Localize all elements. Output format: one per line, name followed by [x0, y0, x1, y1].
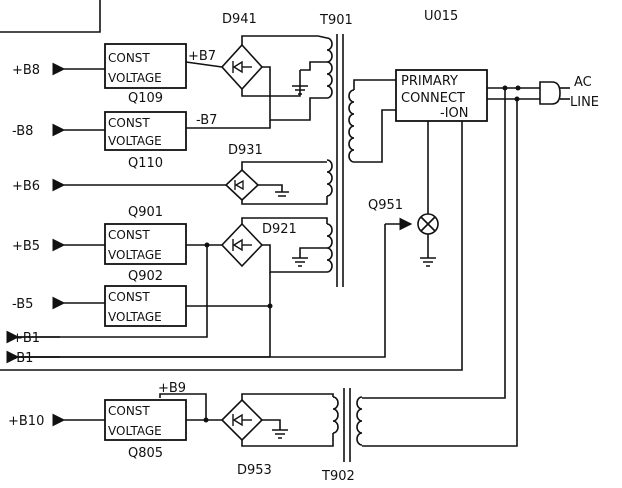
wire	[362, 99, 518, 447]
transformer-t901	[326, 34, 355, 287]
wire	[354, 109, 396, 163]
wire	[241, 161, 327, 170]
q805-ref: Q805	[128, 446, 163, 461]
q109-l2: VOLTAGE	[108, 71, 162, 85]
rail-b1m: -B1	[12, 351, 33, 366]
diode-d931-label: D931	[228, 143, 263, 158]
wire	[241, 86, 301, 97]
rail-b5m: -B5	[12, 297, 33, 312]
indicator-lamp-icon	[417, 213, 439, 235]
rail-b8p: +B8	[12, 63, 40, 78]
rail-b1p: +B1	[12, 331, 40, 346]
rail-b10: +B10	[8, 414, 44, 429]
primary-line1: PRIMARY	[401, 74, 458, 89]
wire	[241, 217, 328, 224]
q110-l1: CONST	[108, 116, 150, 130]
ground-icon	[420, 257, 436, 267]
q902-l2: VOLTAGE	[108, 310, 162, 324]
wire	[241, 433, 334, 447]
primary-line2: CONNECT	[401, 91, 465, 106]
q902-l1: CONST	[108, 290, 150, 304]
rail-b7m: -B7	[196, 113, 217, 128]
bridge-rectifier-d941	[220, 43, 264, 91]
wire	[362, 88, 506, 399]
wire	[0, 121, 463, 371]
ac-plug-icon	[539, 81, 570, 105]
const-voltage-q901	[104, 223, 187, 265]
diode-d921-label: D921	[262, 222, 297, 237]
q805-l2: VOLTAGE	[108, 424, 162, 438]
module-label: U015	[424, 9, 458, 24]
q110-ref: Q110	[128, 156, 163, 171]
rail-b9: +B9	[158, 381, 186, 396]
rail-b5p: +B5	[12, 239, 40, 254]
wire	[353, 79, 396, 90]
bridge-rectifier-d931	[224, 168, 260, 202]
wire	[241, 35, 328, 45]
transformer-t902	[332, 388, 363, 462]
diode-d941-label: D941	[222, 12, 257, 27]
const-voltage-q109	[104, 43, 187, 89]
const-voltage-q902	[104, 285, 187, 327]
wire	[299, 247, 327, 258]
wire	[241, 196, 328, 205]
q110-l2: VOLTAGE	[108, 134, 162, 148]
wire	[262, 66, 327, 121]
ground-icon	[292, 257, 308, 267]
q109-ref: Q109	[128, 91, 163, 106]
primary-connection-box	[395, 69, 488, 122]
ac-line2: LINE	[570, 95, 599, 110]
wire	[185, 61, 223, 68]
rail-b7p: +B7	[188, 49, 216, 64]
ground-icon	[272, 429, 288, 439]
rail-b6: +B6	[12, 179, 40, 194]
rail-b8m: -B8	[12, 124, 33, 139]
wire	[241, 393, 334, 400]
q901-l1: CONST	[108, 228, 150, 242]
ground-icon-wire	[262, 419, 281, 430]
wire	[258, 184, 283, 192]
wire	[18, 245, 208, 338]
q901-ref: Q901	[128, 205, 163, 220]
const-voltage-q805	[104, 399, 187, 441]
wire	[186, 120, 271, 129]
q109-l1: CONST	[108, 51, 150, 65]
ac-line1: AC	[574, 75, 592, 90]
const-voltage-q110	[104, 111, 187, 151]
primary-line3: -ION	[440, 106, 468, 121]
diode-d953-label: D953	[237, 463, 272, 478]
transformer-t902-label: T902	[321, 469, 355, 484]
ground-icon	[275, 191, 289, 197]
lamp-label: Q951	[368, 198, 403, 213]
bridge-rectifier-d921	[220, 222, 264, 268]
q805-l1: CONST	[108, 404, 150, 418]
q902-ref: Q902	[128, 269, 163, 284]
transformer-t901-label: T901	[319, 13, 353, 28]
frame-corner	[0, 0, 101, 33]
wire	[159, 393, 207, 420]
bridge-rectifier-d953	[220, 398, 264, 442]
wire	[300, 61, 327, 71]
q901-l2: VOLTAGE	[108, 248, 162, 262]
